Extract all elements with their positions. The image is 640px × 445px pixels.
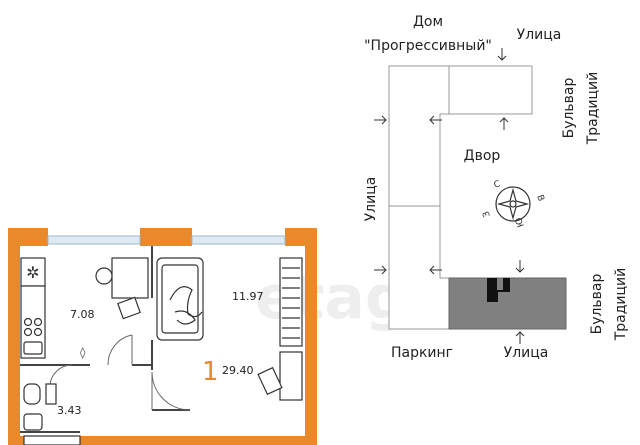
kitchen-sink <box>23 341 43 355</box>
interior-walls <box>20 246 190 433</box>
boulevard-top-line2: Традиций <box>585 72 601 146</box>
door-swings <box>49 334 191 411</box>
parking-label: Паркинг <box>391 345 453 361</box>
boulevard-bottom-line1: Бульвар <box>589 273 605 334</box>
kitchen-furniture: ✲ ◊ <box>20 257 149 359</box>
kitchen-window <box>47 235 141 245</box>
room-window <box>191 235 286 245</box>
compass-west: З <box>481 209 492 218</box>
room-furniture <box>156 257 303 401</box>
compass-rose <box>495 186 531 222</box>
dining-table <box>111 257 149 299</box>
house-label-line2: "Прогрессивный" <box>364 38 492 54</box>
compass-east: В <box>534 194 546 203</box>
street-bottom-label: Улица <box>504 345 549 361</box>
boulevard-top-line1: Бульвар <box>561 77 577 138</box>
site-plan: С В Ю З Дом "Прогрессивный" Улица Двор У… <box>363 14 629 361</box>
compass-north: С <box>493 179 502 191</box>
house-label-line1: Дом <box>413 14 443 30</box>
street-top-label: Улица <box>517 27 562 43</box>
boulevard-bottom-line2: Традиций <box>613 268 629 342</box>
entrance-arrows <box>374 48 525 344</box>
room-count: 1 <box>202 357 219 387</box>
svg-text:✲: ✲ <box>26 263 39 282</box>
floor-plan: etagi <box>8 228 428 445</box>
building-outline <box>388 65 567 330</box>
street-left-label: Улица <box>363 177 379 222</box>
fridge <box>20 257 46 287</box>
bathroom-area-label: 3.43 <box>57 404 82 417</box>
toilet <box>23 383 41 405</box>
outer-walls <box>8 228 317 445</box>
total-area-label: 29.40 <box>222 364 254 377</box>
bath-sink <box>23 413 43 431</box>
kitchen-area-label: 7.08 <box>70 308 95 321</box>
apartment-marker <box>487 278 510 302</box>
bathroom-fixtures <box>23 383 81 445</box>
svg-text:◊: ◊ <box>80 346 86 359</box>
compass-south: Ю <box>514 216 527 229</box>
yard-label: Двор <box>464 148 501 164</box>
windows <box>47 235 286 245</box>
wardrobe <box>279 257 303 347</box>
desk <box>279 351 303 401</box>
room-area-label: 11.97 <box>232 290 264 303</box>
